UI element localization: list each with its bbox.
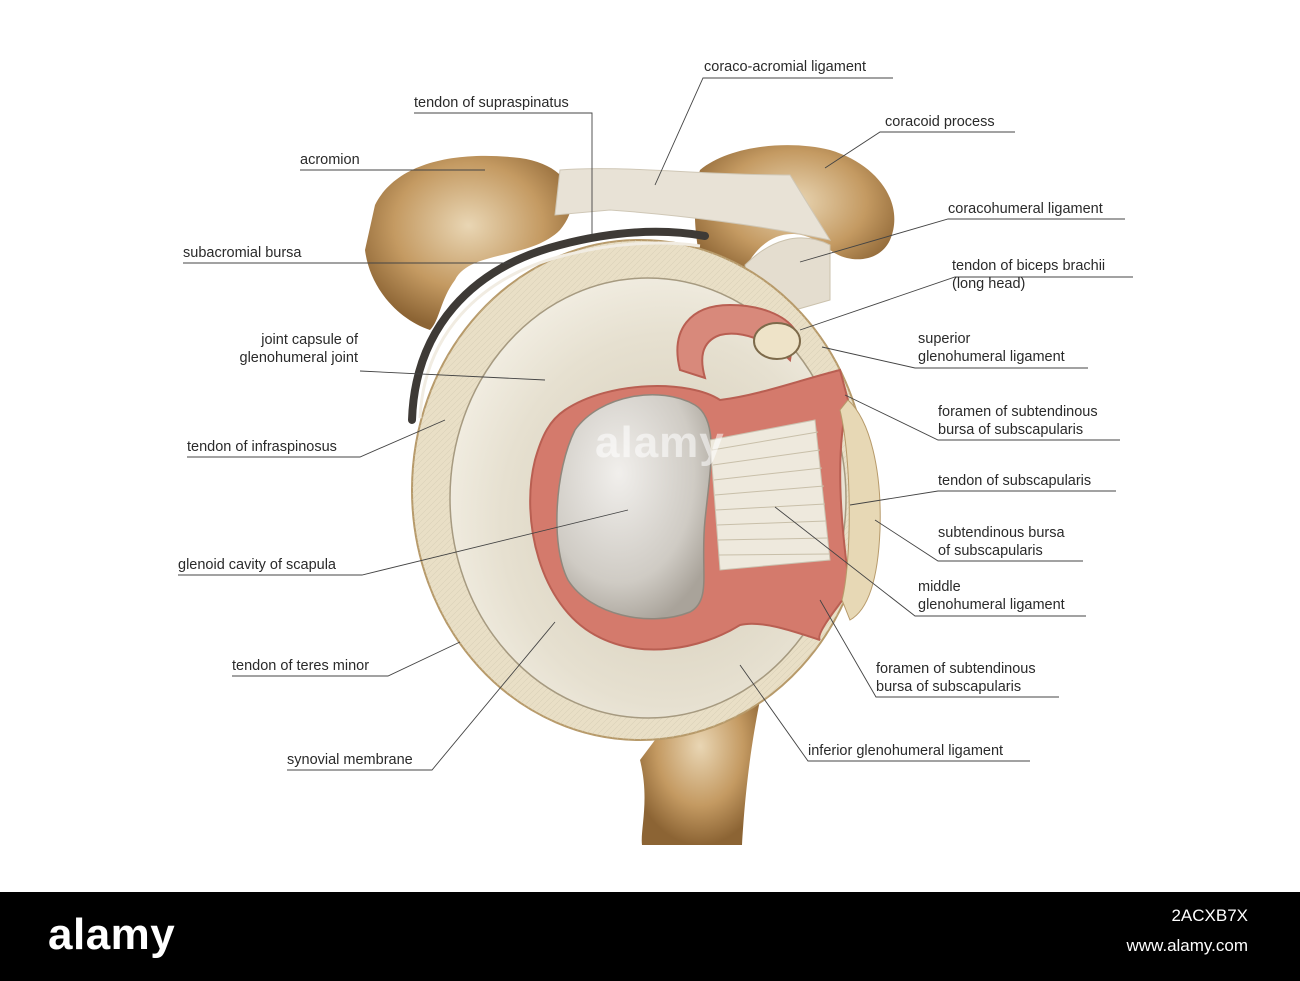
biceps-tendon-cut <box>753 322 801 360</box>
label-glenoid-cavity: glenoid cavity of scapula <box>178 557 336 573</box>
footer-logo: alamy <box>48 910 176 959</box>
label-foramen-lower: foramen of subtendinous bursa of subscap… <box>876 661 1036 695</box>
footer-url: www.alamy.com <box>1126 936 1248 955</box>
coraco-acromial-ligament-shape <box>554 168 832 241</box>
label-tendon-of-supraspinatus: tendon of supraspinatus <box>414 95 569 111</box>
stock-footer-bar: alamy 2ACXB7X www.alamy.com <box>0 892 1300 981</box>
subacromial-bursa-shape <box>408 227 709 424</box>
label-middle-glenohumeral-ligament: middle glenohumeral ligament <box>918 579 1065 613</box>
label-tendon-of-infraspinosus: tendon of infraspinosus <box>187 439 337 455</box>
label-acromion: acromion <box>300 152 360 168</box>
label-inferior-glenohumeral-ligament: inferior glenohumeral ligament <box>808 743 1004 759</box>
label-coracohumeral-ligament: coracohumeral ligament <box>948 201 1103 217</box>
label-subtendinous-bursa: subtendinous bursa of subscapularis <box>938 525 1065 559</box>
subscapularis-tendon-shape <box>709 419 831 571</box>
footer-image-id: 2ACXB7X <box>1171 906 1248 925</box>
watermark-text: alamy <box>595 418 725 467</box>
shoulder-joint-diagram: alamy coraco-acromial ligament tendon of… <box>178 59 1133 845</box>
label-joint-capsule: joint capsule of glenohumeral joint <box>239 332 359 366</box>
label-superior-glenohumeral-ligament: superior glenohumeral ligament <box>918 331 1065 365</box>
acromion-bone <box>365 155 572 330</box>
anatomy-illustration <box>178 77 1133 845</box>
label-coraco-acromial-ligament: coraco-acromial ligament <box>704 59 866 75</box>
label-tendon-of-biceps-brachii: tendon of biceps brachii (long head) <box>952 258 1106 292</box>
label-subacromial-bursa: subacromial bursa <box>183 245 302 261</box>
label-coracoid-process: coracoid process <box>885 114 995 130</box>
label-foramen-upper: foramen of subtendinous bursa of subscap… <box>938 404 1098 438</box>
leader-lines <box>178 77 1133 771</box>
glenoid-cavity-shape <box>556 394 712 620</box>
label-synovial-membrane: synovial membrane <box>287 752 413 768</box>
label-tendon-of-teres-minor: tendon of teres minor <box>232 658 370 674</box>
label-tendon-of-subscapularis: tendon of subscapularis <box>938 473 1092 489</box>
